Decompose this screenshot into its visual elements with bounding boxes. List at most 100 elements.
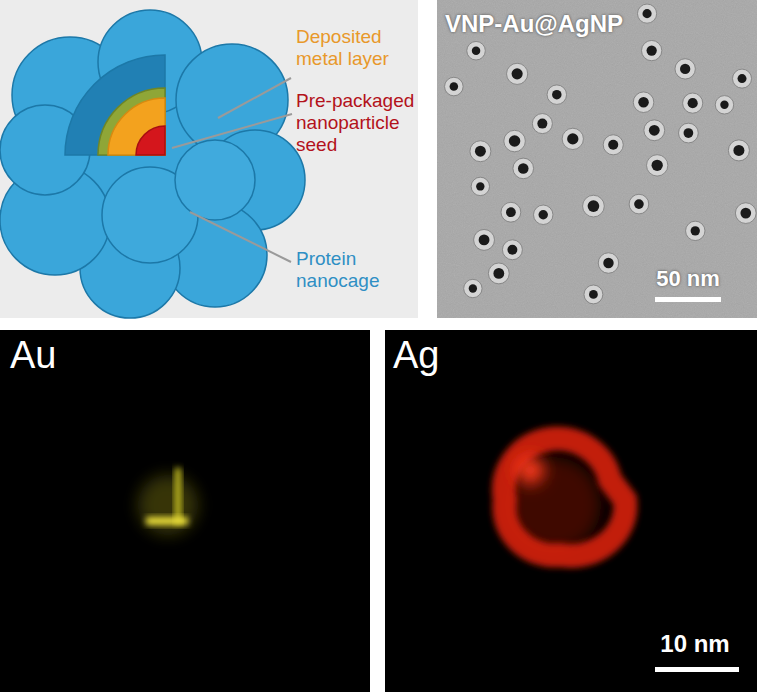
tem-particle [598, 253, 618, 273]
particle-halo [532, 114, 552, 134]
particle-halo [603, 135, 623, 155]
au-glow [138, 475, 198, 535]
eds-map-panel: Au [0, 330, 370, 692]
callout-label: Pre-packaged nanoparticle seed [296, 90, 416, 156]
particle-core [589, 290, 598, 299]
particle-halo [683, 93, 703, 113]
tem-particle [501, 202, 521, 222]
particle-halo [562, 128, 583, 149]
au-signal [175, 468, 181, 524]
particle-halo [507, 63, 528, 84]
tem-particle [675, 59, 695, 79]
tem-particle [534, 205, 553, 224]
tem-particle [603, 135, 623, 155]
ag-signal [504, 439, 625, 556]
particle-core [603, 258, 613, 268]
particle-core [680, 64, 690, 74]
particle-halo [629, 194, 649, 214]
particle-core [738, 74, 747, 83]
tem-noise [437, 0, 757, 318]
tem-particle [504, 130, 525, 151]
metal-layer [108, 98, 165, 155]
particle-core [684, 128, 694, 138]
leader-line [218, 78, 291, 118]
tem-panel: VNP-Au@AgNP50 nm [437, 0, 757, 318]
tem-particle [532, 114, 552, 134]
particle-core [450, 82, 459, 91]
scale-label: 10 nm [640, 630, 750, 658]
particle-core [740, 208, 751, 219]
tem-particles [445, 4, 757, 304]
particle-core [588, 200, 600, 212]
particle-halo [728, 140, 749, 161]
tem-particle [715, 96, 733, 114]
particle-core [479, 234, 490, 245]
particle-core [652, 160, 663, 171]
particle-core [507, 245, 517, 255]
tem-particle [470, 141, 491, 162]
particle-core [688, 98, 698, 108]
tem-particle [464, 279, 482, 297]
particle-core [647, 45, 657, 55]
eds-map-panel: Ag10 nm [385, 330, 757, 692]
tem-particle [502, 240, 522, 260]
au-signal [146, 517, 188, 525]
particle-halo [504, 130, 525, 151]
particle-halo [464, 279, 482, 297]
particle-core [649, 125, 660, 136]
cage-wall-cut [65, 55, 165, 155]
sample-label: VNP-Au@AgNP [445, 10, 685, 38]
tem-particle [647, 155, 668, 176]
particle-core [509, 135, 520, 146]
callout-label: Deposited metal layer [296, 26, 416, 70]
tem-particle [642, 40, 662, 60]
particle-halo [488, 263, 509, 284]
particle-halo [501, 202, 521, 222]
particle-halo [513, 158, 534, 179]
particle-halo [445, 77, 464, 96]
tem-particle [728, 140, 749, 161]
tem-particle [683, 93, 703, 113]
particle-halo [474, 229, 495, 250]
tem-particle [467, 41, 485, 59]
particle-halo [467, 41, 485, 59]
particle-core [472, 46, 480, 54]
map-ground [385, 330, 757, 692]
metal-layer-outer [98, 88, 165, 155]
illustration-panel: Deposited metal layerPre-packaged nanopa… [0, 0, 418, 318]
particle-halo [642, 40, 662, 60]
tem-particle [507, 63, 528, 84]
tem-particle [474, 229, 495, 250]
tem-ground [437, 0, 757, 318]
tem-particle [562, 128, 583, 149]
particle-core [720, 101, 728, 109]
particle-core [537, 119, 547, 129]
particle-halo [735, 203, 756, 224]
tem-particle [644, 120, 665, 141]
particle-halo [598, 253, 618, 273]
particle-core [512, 68, 523, 79]
particle-halo [647, 155, 668, 176]
particle-halo [471, 177, 489, 195]
particle-core [506, 207, 516, 217]
particle-core [469, 284, 477, 292]
particle-halo [547, 85, 566, 104]
particle-halo [502, 240, 522, 260]
particle-halo [679, 123, 699, 143]
leader-lines [172, 78, 292, 262]
particle-halo [675, 59, 695, 79]
tem-particle [471, 177, 489, 195]
particle-core [733, 145, 744, 156]
tem-particle [679, 123, 699, 143]
particle-core [638, 97, 649, 108]
tem-particle [445, 77, 464, 96]
leader-line [172, 114, 292, 148]
element-label: Au [10, 334, 130, 378]
ag-signal [516, 456, 544, 484]
particle-core [475, 146, 486, 157]
particle-core [476, 182, 484, 190]
particle-core [539, 210, 548, 219]
particle-halo [637, 4, 656, 23]
map-ground [0, 330, 370, 692]
